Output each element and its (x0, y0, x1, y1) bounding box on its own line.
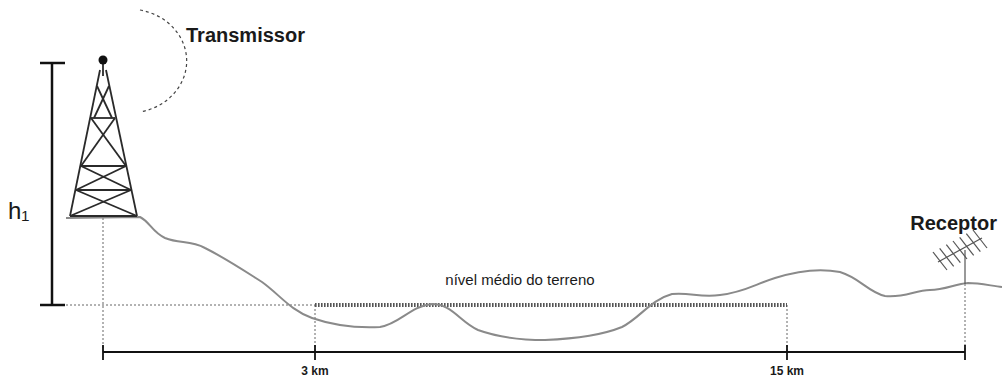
height-bracket (40, 63, 65, 305)
tower-brace (94, 86, 109, 118)
scale-tick (964, 345, 966, 360)
scale-tick (314, 345, 316, 360)
datum-line (66, 305, 315, 306)
tower-brace (76, 190, 137, 216)
reference-lines (66, 218, 965, 352)
drop-line (315, 305, 316, 352)
radiation-arc (140, 10, 187, 112)
bracket-tick (40, 62, 65, 65)
drop-line (103, 218, 104, 352)
transmitter-label: Transmissor (186, 24, 305, 46)
antenna-tip (99, 56, 108, 65)
bracket-tick (40, 304, 65, 307)
tower-brace (76, 166, 126, 190)
tower-strut (76, 189, 131, 191)
scale-line (103, 351, 965, 353)
tower-brace (70, 190, 131, 216)
tower-brace (91, 118, 126, 166)
tower-strut (70, 215, 137, 217)
receiver-label: Receptor (910, 212, 997, 234)
receiver-antenna (933, 230, 987, 284)
mean-level-label: nível médio do terreno (445, 272, 594, 289)
height-label: h₁ (8, 198, 29, 224)
drop-line (787, 305, 788, 352)
terrain-profile (66, 217, 1002, 340)
tower-brace (81, 118, 115, 166)
bracket-line (51, 63, 54, 305)
tower-brace (97, 86, 112, 118)
distance-label: 3 km (301, 365, 328, 378)
mean-level-line (315, 303, 787, 307)
antenna-elements (933, 230, 987, 270)
distance-scale (103, 345, 965, 360)
drop-line (965, 284, 966, 352)
tower-brace (81, 166, 131, 190)
scale-tick (786, 345, 788, 360)
antenna-boom (938, 238, 982, 262)
scale-tick (102, 345, 104, 360)
distance-label: 15 km (770, 365, 804, 378)
transmitter-tower (70, 62, 137, 216)
tower-strut (81, 165, 126, 167)
